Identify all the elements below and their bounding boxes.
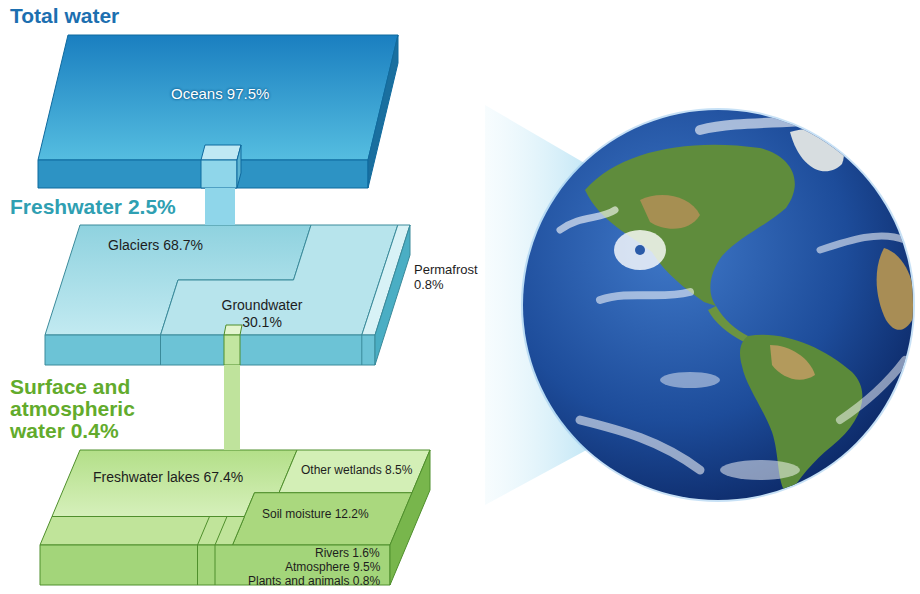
- freshwater-cube: [237, 145, 241, 188]
- surface-slab: [40, 450, 430, 585]
- lakes-region: Freshwater lakes 67.4%: [90, 468, 246, 487]
- earth-globe: [521, 108, 916, 502]
- surface-slab: [215, 517, 227, 546]
- freshwater-slab: [45, 225, 410, 365]
- slab-heading: Surface and atmospheric water 0.4%: [10, 376, 190, 442]
- share-label: Plants and animals 0.8%: [248, 575, 380, 588]
- earth-globe: [635, 245, 645, 255]
- wetlands-region: Other wetlands 8.5%: [298, 462, 415, 479]
- earth-globe: [614, 230, 666, 270]
- earth-globe: [580, 420, 700, 470]
- glaciers-region: Glaciers 68.7%: [105, 236, 206, 255]
- freshwater-slab: [45, 335, 375, 365]
- surface-slab: [197, 545, 198, 585]
- earth-globe: [600, 292, 690, 300]
- earth-globe: [660, 372, 720, 388]
- share-label: Groundwater 30.1%: [215, 297, 309, 331]
- surface-cube: [224, 335, 240, 365]
- freshwater-slab: [361, 335, 362, 365]
- ocean-slab: [368, 35, 398, 188]
- freshwater-cube: [201, 145, 241, 160]
- freshwater-slab: [375, 225, 410, 365]
- flow-column: [224, 365, 240, 450]
- earth-globe: [521, 108, 915, 502]
- freshwater-slab: [160, 335, 161, 365]
- surface-cube: [224, 325, 242, 365]
- slab-heading: Total water: [10, 5, 210, 27]
- ocean-slab: [38, 35, 398, 160]
- surface-cube: [224, 325, 242, 335]
- earth-globe: [770, 345, 815, 380]
- earth-globe: [840, 360, 905, 420]
- earth-globe: [708, 306, 748, 342]
- surface-slab: [233, 493, 413, 545]
- ocean-slab: [38, 160, 368, 188]
- earth-globe: [560, 118, 916, 497]
- share-label: Soil moisture 12.2%: [262, 508, 369, 521]
- earth-globe: [820, 236, 905, 250]
- ocean-slab: [38, 35, 398, 188]
- earth-globe: [585, 145, 795, 306]
- earth-globe: [790, 129, 844, 171]
- freshwater-cube: [201, 160, 237, 188]
- share-label: Oceans 97.5%: [171, 85, 269, 102]
- earth-globe: [720, 460, 800, 480]
- earth-globe: [523, 110, 913, 500]
- share-label: Glaciers 68.7%: [108, 237, 203, 254]
- slab-heading: Freshwater 2.5%: [10, 196, 210, 218]
- surface-slab: [40, 517, 245, 546]
- earth-globe: [877, 248, 916, 330]
- earth-globe: [640, 195, 700, 229]
- share-label: Atmosphere 9.5%: [285, 561, 380, 574]
- share-label: Other wetlands 8.5%: [301, 463, 412, 478]
- freshwater-cube: [201, 145, 241, 188]
- share-label: Freshwater lakes 67.4%: [93, 469, 243, 486]
- ocean-slab: Total waterOceans 97.5%: [38, 35, 398, 188]
- flow-column: [205, 188, 235, 225]
- earth-globe: [700, 118, 830, 130]
- share-label: Rivers 1.6%: [315, 547, 380, 560]
- surface-slab: [215, 545, 216, 585]
- groundwater-region: Groundwater 30.1%: [212, 296, 312, 332]
- earth-globe: [560, 210, 615, 230]
- surface-slab: [279, 450, 430, 493]
- surface-slab: [198, 517, 210, 546]
- freshwater-slab: Freshwater 2.5%Glaciers 68.7%Groundwater…: [45, 225, 410, 365]
- share-label: Permafrost 0.8%: [414, 262, 494, 292]
